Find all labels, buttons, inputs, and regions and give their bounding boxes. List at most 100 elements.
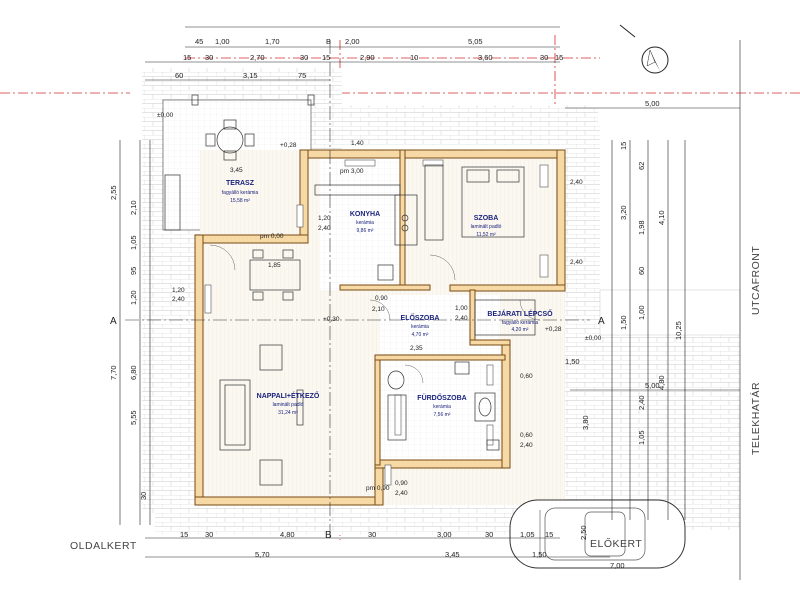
section-mark-a-right: A — [598, 316, 605, 327]
svg-text:62: 62 — [637, 162, 646, 170]
svg-text:2,10: 2,10 — [129, 200, 138, 215]
section-mark-b-bottom: B — [325, 530, 332, 541]
svg-text:1,00: 1,00 — [215, 37, 230, 46]
svg-text:2,90: 2,90 — [360, 53, 375, 62]
svg-text:30: 30 — [139, 492, 148, 500]
room-label-living: NAPPALI+ÉTKEZŐ laminált padló 31,24 m² — [257, 391, 320, 416]
top-dimension-row-1: 45 1,00 1,70 B 2,00 5,05 — [195, 37, 483, 46]
svg-text:fagyálló kerámia: fagyálló kerámia — [502, 320, 539, 326]
svg-text:kerámia: kerámia — [433, 404, 451, 410]
svg-text:5,00: 5,00 — [645, 99, 660, 108]
svg-text:2,40: 2,40 — [520, 442, 533, 449]
paving-bottom — [155, 500, 575, 535]
svg-text:10: 10 — [410, 53, 418, 62]
svg-text:1,00: 1,00 — [637, 305, 646, 320]
label-front-garden: ELŐKERT — [590, 536, 642, 550]
svg-text:3,45: 3,45 — [445, 550, 460, 559]
svg-text:1,70: 1,70 — [265, 37, 280, 46]
svg-text:3,15: 3,15 — [243, 71, 258, 80]
svg-text:5,70: 5,70 — [255, 550, 270, 559]
svg-text:SZOBA: SZOBA — [474, 215, 499, 222]
svg-text:30: 30 — [205, 53, 213, 62]
door-swings — [209, 244, 541, 384]
svg-text:30: 30 — [205, 530, 213, 539]
svg-text:+0,28: +0,28 — [545, 326, 562, 333]
svg-text:2,40: 2,40 — [172, 296, 185, 303]
svg-text:5,55: 5,55 — [129, 410, 138, 425]
label-plot-boundary: TELEKHATÁR — [749, 382, 762, 455]
svg-text:0,90: 0,90 — [375, 295, 388, 302]
svg-text:+0,28: +0,28 — [280, 142, 297, 149]
svg-text:1,40: 1,40 — [351, 140, 364, 147]
svg-text:2,50: 2,50 — [579, 525, 588, 540]
paving-right — [565, 125, 600, 505]
svg-text:2,40: 2,40 — [318, 225, 331, 232]
svg-text:3,20: 3,20 — [619, 205, 628, 220]
section-lines — [125, 40, 590, 540]
section-mark-a-left: A — [110, 316, 117, 327]
svg-text:2,40: 2,40 — [395, 490, 408, 497]
svg-text:11,52 m²: 11,52 m² — [476, 232, 496, 238]
svg-text:2,40: 2,40 — [637, 395, 646, 410]
svg-text:laminált padló: laminált padló — [273, 402, 304, 408]
svg-text:B: B — [326, 37, 331, 46]
svg-text:BEJÁRATI LÉPCSŐ: BEJÁRATI LÉPCSŐ — [487, 309, 553, 318]
bathroom-floor — [380, 295, 500, 465]
svg-text:2,40: 2,40 — [570, 179, 583, 186]
svg-text:7,70: 7,70 — [109, 365, 118, 380]
svg-text:3,60: 3,60 — [478, 53, 493, 62]
left-dimensions: 2,55 2,10 1,05 95 1,20 7,70 6,80 5,55 30 — [109, 185, 148, 500]
north-arrow-icon — [619, 24, 669, 74]
svg-text:1,98: 1,98 — [637, 220, 646, 235]
label-side-garden: OLDALKERT — [70, 540, 137, 552]
svg-text:±0,00: ±0,00 — [157, 112, 174, 119]
room-label-bathroom: FÜRDŐSZOBA kerámia 7,56 m² — [417, 393, 466, 418]
svg-text:FÜRDŐSZOBA: FÜRDŐSZOBA — [417, 393, 466, 402]
svg-text:0,60: 0,60 — [520, 373, 533, 380]
room-label-hall: ELŐSZOBA kerámia 4,70 m² — [401, 313, 440, 338]
svg-text:2,00: 2,00 — [345, 37, 360, 46]
svg-text:4,20 m²: 4,20 m² — [512, 327, 529, 333]
svg-text:+0,30: +0,30 — [323, 316, 340, 323]
top-dimension-row-3: 60 3,15 75 — [175, 71, 306, 80]
svg-text:9,86 m²: 9,86 m² — [357, 228, 374, 234]
room-label-bedroom: SZOBA laminált padló 11,52 m² — [471, 215, 502, 238]
svg-text:pm 3,00: pm 3,00 — [340, 168, 364, 175]
bottom-dimension-row-2: 5,70 3,45 1,50 7,00 2,50 — [255, 525, 625, 570]
opening-dimensions: 1,20 2,40 1,20 2,40 2,40 2,40 1,40 1,00 … — [172, 140, 583, 497]
svg-text:1,50: 1,50 — [619, 315, 628, 330]
svg-text:95: 95 — [129, 267, 138, 275]
svg-text:30: 30 — [300, 53, 308, 62]
svg-text:1,05: 1,05 — [129, 235, 138, 250]
dimension-lines — [119, 26, 741, 580]
svg-text:3,00: 3,00 — [437, 530, 452, 539]
svg-text:1,50: 1,50 — [532, 550, 547, 559]
svg-text:4,80: 4,80 — [280, 530, 295, 539]
svg-text:KONYHA: KONYHA — [350, 211, 380, 218]
right-dimensions: 15 62 1,98 60 1,00 1,50 2,40 1,05 3,20 4… — [581, 142, 683, 445]
svg-text:75: 75 — [298, 71, 306, 80]
right-misc-dimensions: 5,00 5,00 1,50 — [565, 99, 660, 390]
svg-text:4,80: 4,80 — [657, 375, 666, 390]
svg-text:0,60: 0,60 — [520, 432, 533, 439]
svg-text:4,10: 4,10 — [657, 210, 666, 225]
street-strip — [599, 289, 741, 336]
svg-text:1,20: 1,20 — [129, 290, 138, 305]
svg-text:15: 15 — [619, 142, 628, 150]
svg-text:1,20: 1,20 — [318, 215, 331, 222]
svg-text:15: 15 — [183, 53, 191, 62]
svg-text:±0,00: ±0,00 — [585, 335, 602, 342]
svg-text:30: 30 — [485, 530, 493, 539]
svg-text:31,24 m²: 31,24 m² — [278, 410, 298, 416]
svg-text:30: 30 — [368, 530, 376, 539]
svg-text:6,80: 6,80 — [129, 365, 138, 380]
label-street-front: UTCAFRONT — [750, 246, 762, 315]
svg-text:TERASZ: TERASZ — [226, 180, 255, 187]
svg-text:2,55: 2,55 — [109, 185, 118, 200]
svg-text:1,05: 1,05 — [637, 430, 646, 445]
svg-text:15: 15 — [180, 530, 188, 539]
svg-text:7,56 m²: 7,56 m² — [434, 412, 451, 418]
svg-text:pm 0,90: pm 0,90 — [366, 485, 390, 492]
paving-top — [338, 105, 598, 145]
svg-text:2,10: 2,10 — [372, 306, 385, 313]
